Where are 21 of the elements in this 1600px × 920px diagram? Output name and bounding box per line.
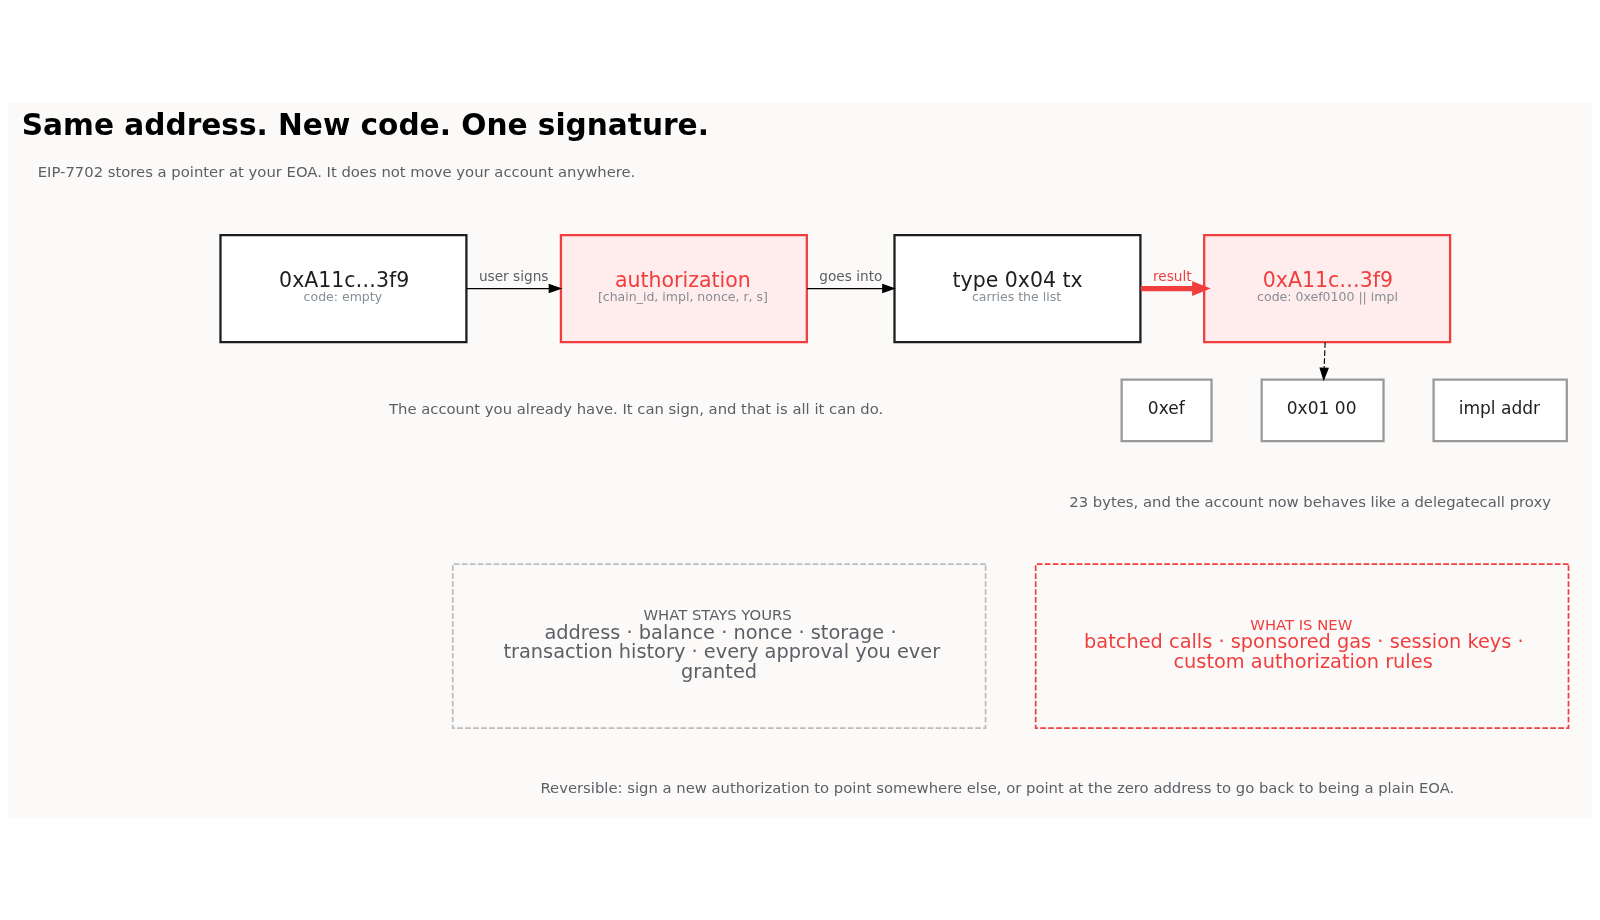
arrow — [1140, 280, 1211, 296]
node-box: 0x01 00 — [1260, 378, 1385, 442]
node-box: WHAT STAYS YOURS address · balance · nonce · storage · transaction history · every approval you ever granted — [451, 562, 987, 729]
arrow — [466, 283, 563, 293]
arrow — [1319, 341, 1329, 381]
label: Reversible: sign a new authorization to point somewhere else, or point at the zero address to go back to being a plain EOA. — [540, 778, 1455, 796]
node-box: authorization [chain_id, impl, nonce, r, s] — [559, 233, 808, 343]
node-box: type 0x04 tx carries the list — [893, 233, 1142, 343]
node-box: 0xef — [1120, 378, 1213, 442]
node-box: WHAT IS NEW batched calls · sponsored gas · session keys · custom authorization rules — [1034, 562, 1570, 729]
node-box: 0xA11c…3f9 code: 0xef0100 || impl — [1203, 233, 1452, 343]
label: The account you already have. It can sign, and that is all it can do. — [388, 399, 884, 417]
edge-label: goes into — [819, 267, 883, 284]
label: 23 bytes, and the account now behaves like a delegatecall proxy — [1069, 492, 1551, 509]
node-box: 0xA11c…3f9 code: empty — [219, 233, 468, 343]
node-box: impl addr — [1432, 378, 1568, 442]
edge-label: result — [1152, 267, 1192, 284]
arrow — [806, 283, 896, 293]
label: EIP-7702 stores a pointer at your EOA. It does not move your account anywhere. — [37, 162, 636, 180]
edge-label: user signs — [478, 267, 549, 284]
diagram-title: Same address. New code. One signature. — [21, 107, 709, 142]
